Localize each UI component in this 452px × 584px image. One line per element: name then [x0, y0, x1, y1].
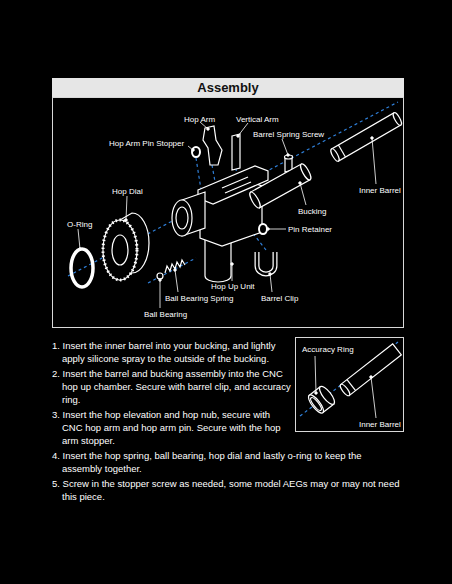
- inner-barrel-part: [329, 112, 403, 163]
- barrel-end: [392, 112, 403, 127]
- illustration-frame: Hop Arm Vertical ArmBarrel Spring ScrewHo…: [52, 97, 404, 328]
- leader-line: [282, 139, 288, 155]
- pin-retainer-part: [259, 224, 267, 234]
- leader-dot: [192, 149, 195, 152]
- part-label: Hop Up Unit: [211, 282, 255, 292]
- leader-line: [268, 229, 286, 230]
- leader-dot: [237, 135, 240, 138]
- part-label: Pin Retainer: [288, 225, 332, 235]
- inset-barrel-groove: [347, 380, 356, 391]
- instruction-step: 5. Screw in the stopper screw as needed,…: [52, 477, 404, 503]
- leader-dot: [125, 219, 128, 222]
- leader-dot: [299, 182, 302, 185]
- part-label: Vertical Arm: [236, 115, 279, 125]
- pin-stopper-part: [192, 147, 200, 157]
- leader-line: [238, 123, 248, 136]
- o-ring-part: [71, 249, 93, 287]
- leader-line: [270, 274, 272, 292]
- hop-dial-hole: [112, 235, 128, 265]
- ring-hole: [309, 396, 323, 412]
- part-label: Barrel Spring Screw: [253, 130, 324, 140]
- leader-line: [175, 270, 178, 292]
- vertical-arm-part: [232, 134, 240, 170]
- leader-dot: [315, 392, 318, 395]
- diagram-title: Assembly: [197, 80, 258, 95]
- leader-dot: [207, 128, 210, 131]
- leader-dot: [287, 154, 290, 157]
- spring-part: [165, 260, 185, 273]
- accuracy-ring-part: [306, 384, 337, 415]
- part-label: Hop Arm Pin Stopper: [109, 139, 184, 149]
- part-label: Hop Arm: [184, 115, 215, 125]
- header-bar: [52, 78, 404, 97]
- hop-arm-part: [203, 126, 222, 165]
- bucking-end: [299, 163, 313, 182]
- part-label: O-Ring: [67, 220, 92, 230]
- part-label: Bucking: [298, 207, 326, 217]
- part-label: Ball Bearing: [144, 310, 187, 320]
- rail-slot: [222, 177, 248, 188]
- leader-line: [160, 280, 161, 308]
- part-label: Inner Barrel: [359, 420, 401, 430]
- leader-dot: [267, 228, 270, 231]
- barrel-clip-part: [257, 252, 275, 274]
- leader-line: [315, 356, 316, 393]
- hop-dial-knurl: [103, 220, 137, 280]
- rail-slot: [225, 182, 251, 193]
- illustration-frame: Accuracy RingInner Barrel: [295, 337, 404, 432]
- part-label: Accuracy Ring: [302, 345, 354, 355]
- socket-rim: [172, 200, 192, 236]
- leader-dot: [231, 263, 234, 266]
- ring-face: [306, 393, 326, 415]
- leader-line: [126, 196, 127, 220]
- instruction-step: 2. Insert the barrel and bucking assembl…: [52, 367, 404, 406]
- bucking-end: [248, 191, 262, 210]
- barrel-tube: [332, 113, 401, 161]
- instruction-list: 1. Insert the inner barrel into your buc…: [52, 339, 404, 505]
- leader-dot: [269, 273, 272, 276]
- hop-dial-face: [103, 220, 137, 280]
- leader-dot: [370, 376, 373, 379]
- part-label: Inner Barrel: [359, 186, 401, 196]
- socket-hole: [176, 207, 188, 229]
- barrel-clip-inner: [257, 252, 275, 274]
- instruction-step: 4. Insert the hop spring, ball bearing, …: [52, 449, 404, 475]
- part-label: Hop Dial: [112, 187, 143, 197]
- leader-dot: [174, 269, 177, 272]
- leader-line: [78, 229, 80, 249]
- part-label: Barrel Clip: [261, 294, 298, 304]
- instruction-step: 3. Insert the hop elevation and hop nub,…: [52, 408, 404, 447]
- part-label: Ball Bearing Spring: [165, 294, 233, 304]
- leader-line: [300, 183, 306, 205]
- leader-line: [372, 138, 376, 184]
- barrel-axis: [68, 102, 398, 276]
- ball-bearing-part: [157, 273, 163, 279]
- barrel-groove: [338, 145, 345, 157]
- inset-barrel-end: [339, 383, 352, 397]
- leader-line: [232, 264, 233, 281]
- bearing-axis: [148, 258, 196, 283]
- title-slot: Assembly: [52, 78, 404, 97]
- barrel-end: [329, 148, 340, 163]
- leader-dot: [79, 248, 82, 251]
- leader-line: [371, 377, 376, 418]
- leader-dot: [371, 137, 374, 140]
- bucking-part: [248, 163, 313, 210]
- leader-dot: [159, 279, 162, 282]
